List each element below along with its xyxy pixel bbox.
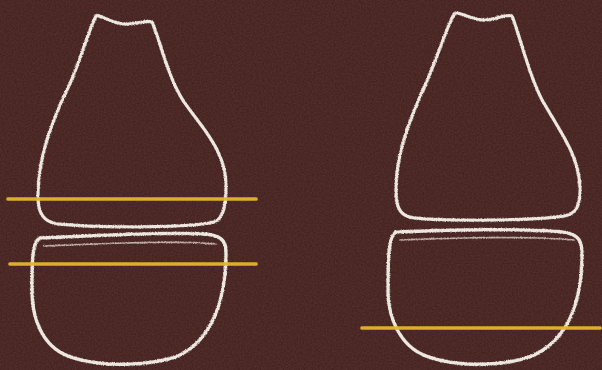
board-texture (0, 0, 602, 370)
chalkboard-diagram (0, 0, 602, 370)
